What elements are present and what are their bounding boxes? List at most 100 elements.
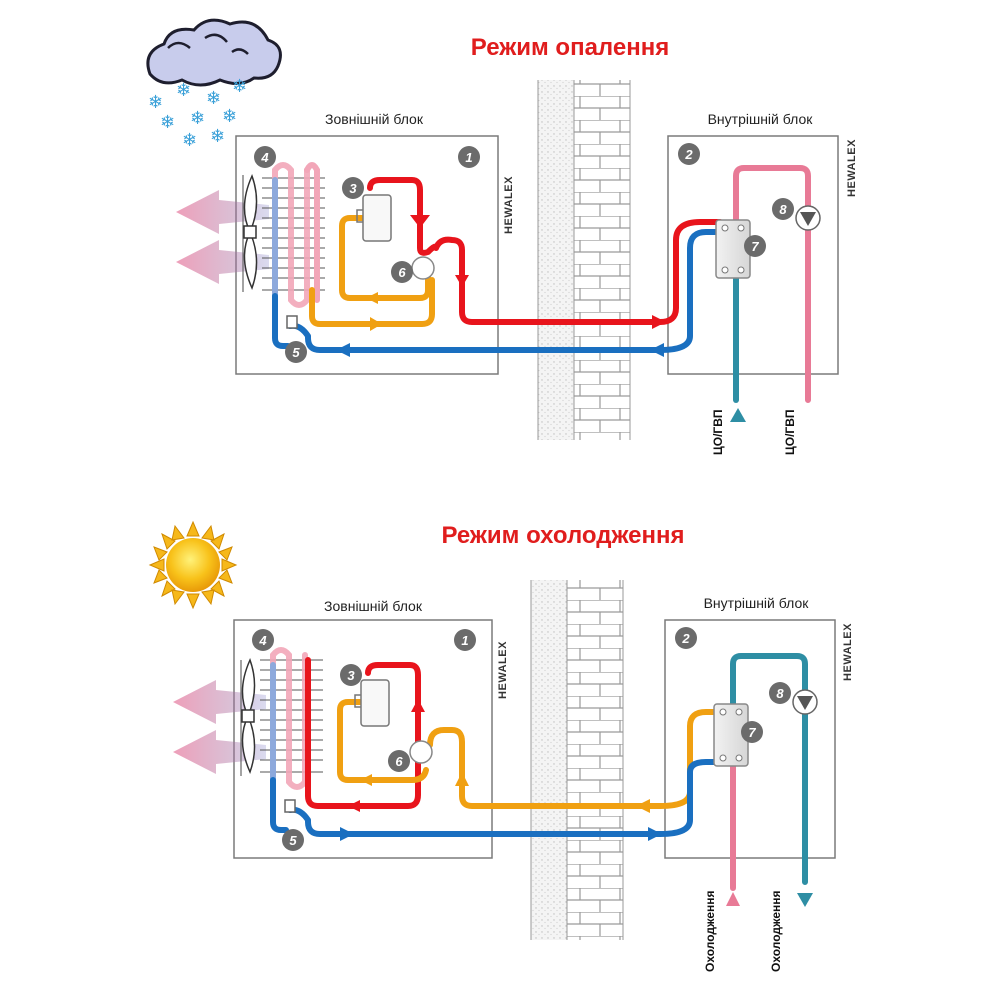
water-supply-pipe — [730, 653, 808, 885]
outdoor-unit-box — [233, 619, 493, 859]
flow-arrow — [797, 893, 813, 907]
flow-arrow — [370, 317, 382, 331]
flow-arrow — [652, 315, 666, 329]
svg-text:3: 3 — [347, 668, 355, 683]
badge-1: 1 — [454, 629, 476, 651]
svg-text:7: 7 — [751, 239, 759, 254]
badge-3: 3 — [342, 177, 364, 199]
compressor-icon — [356, 194, 392, 242]
brand-logo: HEWALEX — [497, 641, 509, 699]
svg-text:2: 2 — [684, 147, 693, 162]
brand-logo: HEWALEX — [842, 623, 854, 681]
badge-2: 2 — [678, 143, 700, 165]
air-flow-arrow — [173, 730, 266, 774]
flow-arrow — [366, 292, 378, 304]
suction-pipe — [337, 699, 429, 783]
flow-arrow — [636, 799, 650, 813]
flow-arrow — [648, 827, 662, 841]
indoor-unit-label: Внутрішній блок — [704, 595, 810, 611]
svg-text:❄: ❄ — [222, 106, 237, 126]
svg-text:2: 2 — [681, 631, 690, 646]
pipe-label: Охолодження — [703, 890, 717, 972]
svg-text:4: 4 — [260, 150, 269, 165]
flow-arrow — [336, 343, 350, 357]
outdoor-unit-label: Зовнішній блок — [325, 111, 424, 127]
cooling-panel: Режим охолодження Зо — [148, 520, 854, 972]
cooling-title: Режим охолодження — [441, 522, 684, 549]
svg-text:❄: ❄ — [160, 112, 175, 132]
brand-logo: HEWALEX — [846, 139, 858, 197]
flow-arrow — [360, 774, 372, 786]
air-flow-arrow — [176, 190, 269, 234]
svg-text:❄: ❄ — [182, 130, 197, 150]
air-flow-arrow — [173, 680, 266, 724]
flow-arrow — [455, 275, 469, 287]
flow-arrow — [730, 408, 746, 422]
hot-gas-pipe — [305, 657, 421, 809]
indoor-unit-box — [664, 619, 836, 859]
outdoor-unit-label: Зовнішній блок — [324, 598, 423, 614]
expansion-valve-icon — [286, 315, 298, 329]
air-flow-arrow — [176, 240, 269, 284]
badge-7: 7 — [741, 721, 763, 743]
indoor-unit-label: Внутрішній блок — [708, 111, 814, 127]
svg-text:❄: ❄ — [206, 88, 221, 108]
svg-text:7: 7 — [748, 725, 756, 740]
svg-text:❄: ❄ — [176, 80, 191, 100]
heating-panel: Режим опалення ❄❄❄ ❄❄❄ ❄❄❄ Зовнішній бло… — [146, 18, 858, 455]
svg-text:3: 3 — [349, 181, 357, 196]
svg-text:1: 1 — [465, 150, 472, 165]
badge-5: 5 — [282, 829, 304, 851]
flow-arrow — [455, 772, 469, 786]
circulation-pump-icon — [795, 205, 821, 231]
four-way-valve-icon — [411, 256, 435, 280]
badge-1: 1 — [458, 146, 480, 168]
heating-title: Режим опалення — [471, 34, 669, 61]
pipe-label: Охолодження — [769, 890, 783, 972]
flow-arrow — [410, 215, 430, 228]
svg-text:6: 6 — [395, 754, 403, 769]
svg-text:❄: ❄ — [210, 126, 225, 146]
fan-icon — [242, 173, 258, 292]
flow-arrow — [411, 699, 425, 712]
indoor-unit-box — [667, 135, 839, 375]
fan-icon — [240, 657, 256, 776]
wall-heating — [537, 80, 631, 440]
suction-pipe — [339, 215, 431, 301]
expansion-valve-icon — [284, 799, 296, 813]
badge-6: 6 — [391, 261, 413, 283]
badge-7: 7 — [744, 235, 766, 257]
flow-arrow — [340, 827, 354, 841]
svg-text:5: 5 — [292, 345, 300, 360]
svg-text:8: 8 — [779, 202, 787, 217]
svg-text:4: 4 — [258, 633, 267, 648]
badge-2: 2 — [675, 627, 697, 649]
badge-8: 8 — [769, 682, 791, 704]
badge-5: 5 — [285, 341, 307, 363]
badge-4: 4 — [254, 146, 276, 168]
flow-arrow — [348, 800, 360, 812]
circulation-pump-icon — [792, 689, 818, 715]
plate-heat-exchanger-icon — [715, 219, 751, 279]
svg-text:❄: ❄ — [232, 76, 247, 96]
svg-text:❄: ❄ — [148, 92, 163, 112]
snow-cloud-icon: ❄❄❄ ❄❄❄ ❄❄❄ — [146, 18, 282, 150]
badge-6: 6 — [388, 750, 410, 772]
compressor-icon — [354, 679, 390, 727]
wall-cooling — [530, 580, 624, 940]
svg-text:1: 1 — [461, 633, 468, 648]
badge-8: 8 — [772, 198, 794, 220]
pipe-label: ЦО/ГВП — [711, 409, 725, 455]
plate-heat-exchanger-icon — [713, 703, 749, 767]
water-supply-pipe — [733, 165, 811, 403]
sun-icon — [148, 520, 238, 610]
flow-arrow — [726, 892, 740, 906]
svg-text:❄: ❄ — [190, 108, 205, 128]
brand-logo: HEWALEX — [503, 176, 515, 234]
svg-text:6: 6 — [398, 265, 406, 280]
pipe-label: ЦО/ГВП — [783, 409, 797, 455]
svg-text:8: 8 — [776, 686, 784, 701]
flow-arrow — [650, 343, 664, 357]
hot-gas-pipe — [367, 177, 663, 325]
